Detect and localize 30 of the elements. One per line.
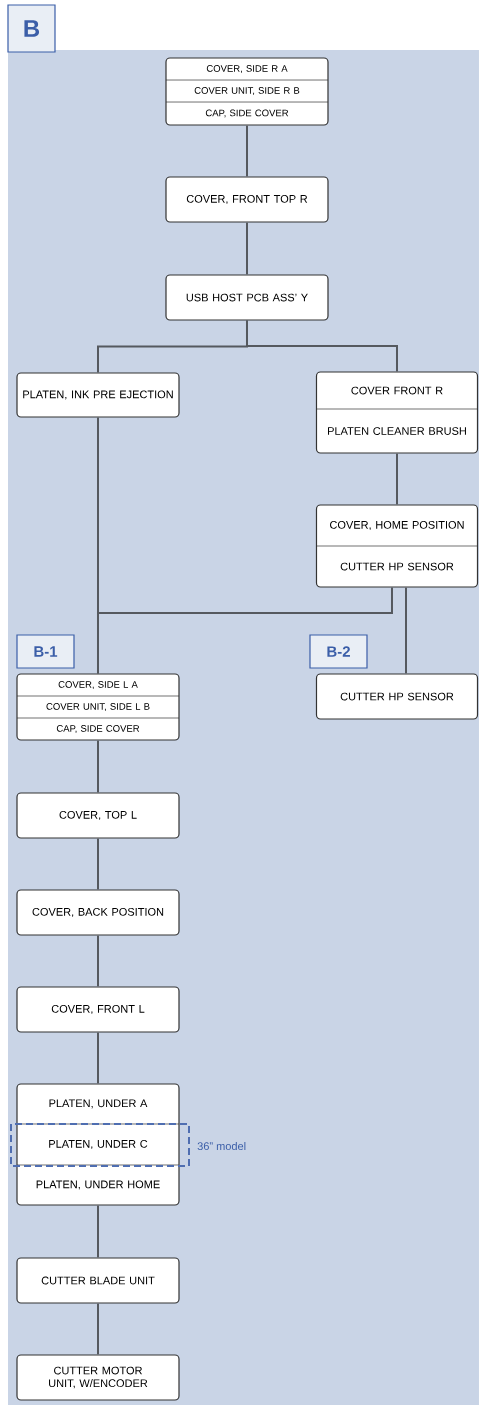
part-box: PLATEN, INK PRE EJECTION: [16, 372, 180, 418]
part-box: USB HOST PCB ASS’ Y: [165, 274, 329, 321]
part-box: COVER, SIDE L A COVER UNIT, SIDE L B CAP, SIDE COVER: [16, 673, 180, 741]
connector-line: [97, 1302, 99, 1356]
connector-line: [97, 739, 99, 794]
part-box: COVER, TOP L: [16, 792, 180, 839]
connector-line: [97, 1031, 99, 1085]
part-box: COVER, HOME POSITION CUTTER HP SENSOR: [315, 504, 479, 588]
part-box: COVER, FRONT TOP R: [165, 176, 329, 223]
part-box: CUTTER MOTOR UNIT, W/ENCODER: [16, 1354, 180, 1401]
part-box: COVER, FRONT L: [16, 986, 180, 1033]
connector-line: [405, 586, 407, 675]
connector-line: [396, 452, 398, 506]
part-box: CUTTER BLADE UNIT: [16, 1257, 180, 1304]
connector-line: [97, 934, 99, 988]
connector-line: [246, 124, 248, 178]
part-box: CUTTER HP SENSOR: [315, 673, 479, 720]
connector-line: [246, 319, 398, 373]
part-box: COVER FRONT R PLATEN CLEANER BRUSH: [315, 371, 479, 454]
part-box: PLATEN, UNDER A PLATEN, UNDER C PLATEN, UNDER HOME: [16, 1083, 180, 1206]
connector-line: [246, 221, 248, 276]
connector-line: [97, 1204, 99, 1259]
model-note: 36” model: [197, 1141, 246, 1151]
section-label: B: [7, 4, 56, 53]
part-box: COVER, SIDE R A COVER UNIT, SIDE R B CAP, SIDE COVER: [165, 57, 329, 126]
connector-line: [97, 837, 99, 891]
connector-line: [97, 586, 393, 675]
section-label: B-1: [16, 634, 75, 669]
part-box: COVER, BACK POSITION: [16, 889, 180, 936]
section-label: B-2: [309, 634, 368, 669]
